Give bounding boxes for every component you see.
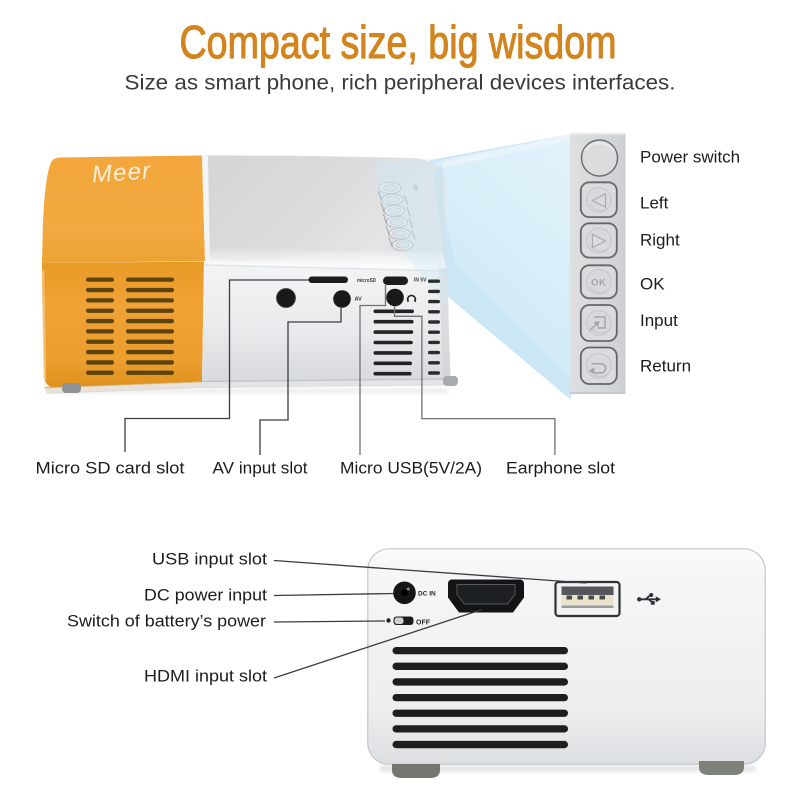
svg-text:AV input slot: AV input slot [213, 459, 308, 478]
svg-text:Switch of battery’s power: Switch of battery’s power [67, 612, 266, 631]
svg-text:Micro SD card slot: Micro SD card slot [36, 459, 185, 478]
svg-text:IN 5V: IN 5V [414, 278, 427, 284]
svg-text:Left: Left [640, 194, 669, 213]
svg-text:microSD: microSD [357, 278, 376, 284]
svg-text:OFF: OFF [416, 620, 431, 627]
svg-text:Return: Return [640, 357, 691, 376]
svg-text:Micro USB(5V/2A): Micro USB(5V/2A) [340, 459, 482, 478]
svg-text:Compact size, big wisdom: Compact size, big wisdom [180, 16, 617, 68]
svg-text:DC power input: DC power input [144, 586, 267, 605]
svg-text:OK: OK [591, 278, 606, 289]
svg-text:Size as smart phone, rich peri: Size as smart phone, rich peripheral dev… [125, 71, 676, 95]
svg-text:OK: OK [640, 275, 665, 294]
svg-text:DC IN: DC IN [418, 591, 436, 598]
svg-text:USB input slot: USB input slot [152, 550, 267, 569]
svg-text:AV: AV [355, 297, 363, 303]
svg-text:Earphone slot: Earphone slot [506, 459, 615, 478]
svg-text:HDMI input slot: HDMI input slot [144, 667, 267, 686]
svg-text:Meer: Meer [91, 157, 152, 188]
svg-text:Right: Right [640, 231, 680, 250]
svg-text:Input: Input [640, 311, 678, 330]
svg-text:Power switch: Power switch [640, 148, 740, 167]
